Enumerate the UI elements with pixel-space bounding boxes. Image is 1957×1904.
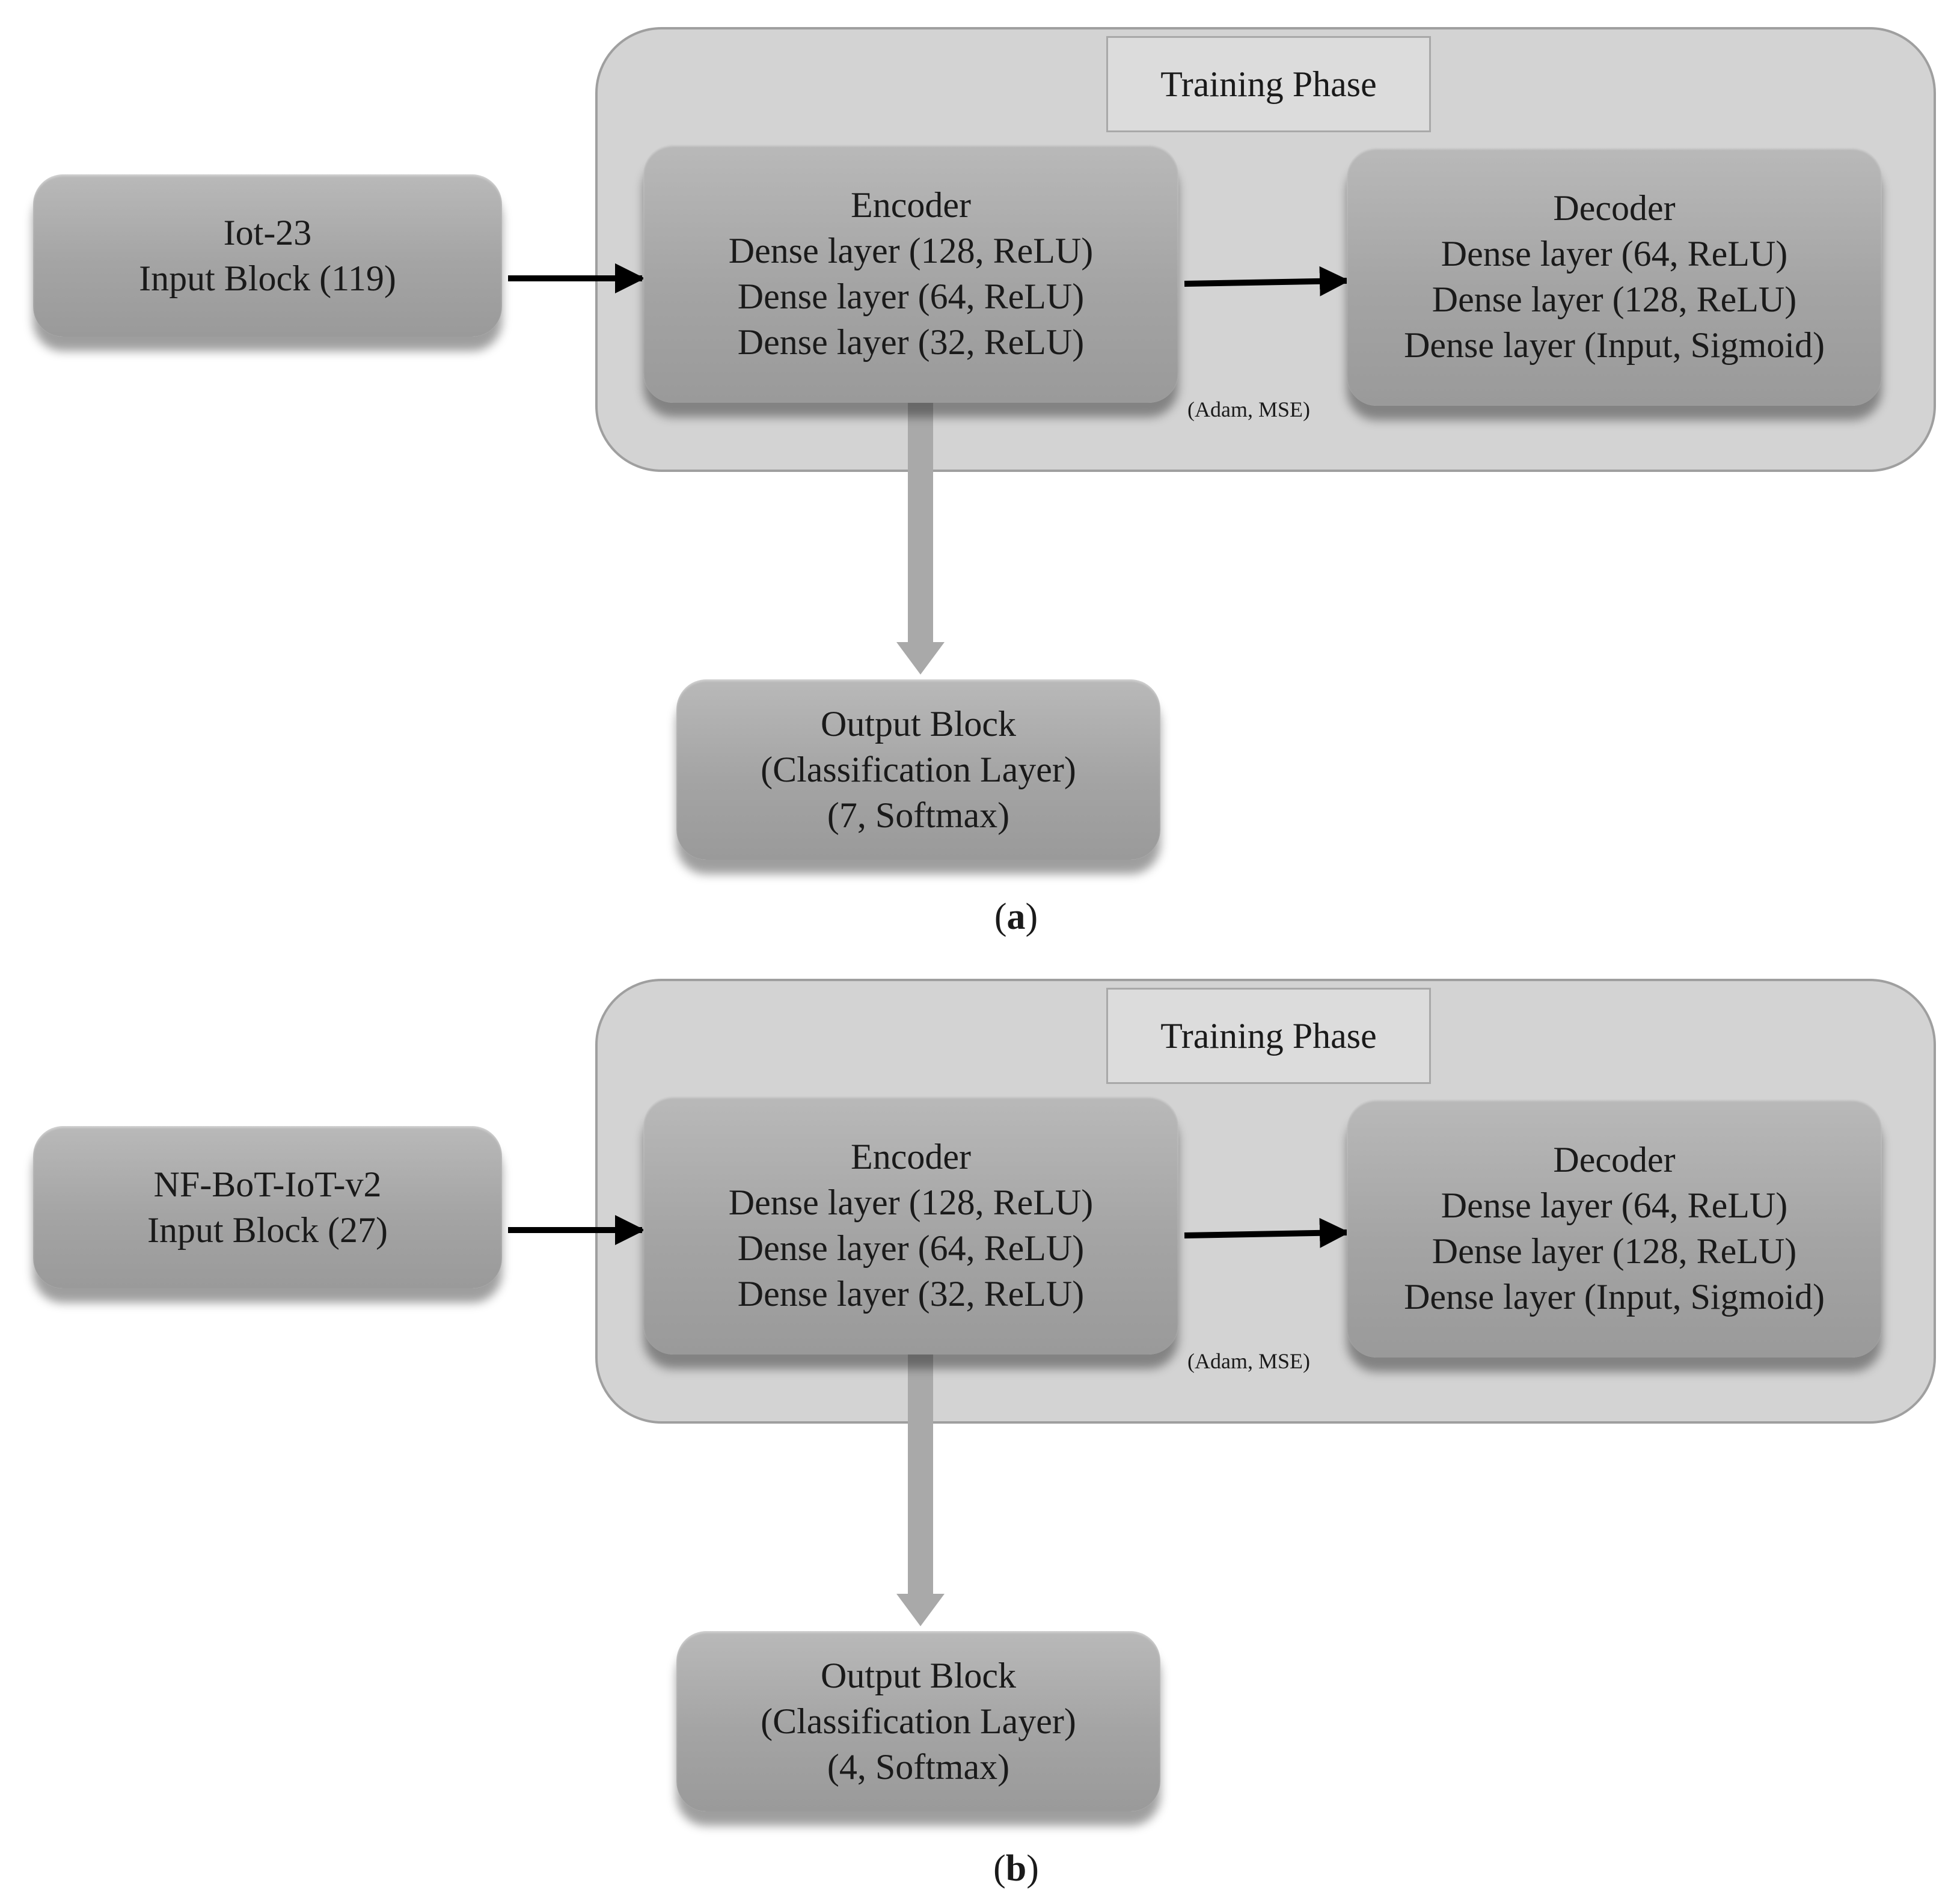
encoder-block: Encoder Dense layer (128, ReLU) Dense la… [643,1096,1178,1355]
arrow-encoder-to-output-head [896,642,945,675]
input-block-size: Input Block (27) [147,1210,388,1250]
encoder-layer-3: Dense layer (32, ReLU) [737,322,1085,362]
optimizer-loss-note: (Adam, MSE) [1187,1349,1310,1373]
arrow-encoder-to-output-shaft [908,403,933,643]
output-title: Output Block [821,1656,1016,1695]
decoder-layer-1: Dense layer (64, ReLU) [1441,234,1788,274]
training-phase-label: Training Phase [1106,36,1431,132]
input-dataset-name: Iot-23 [223,213,312,253]
arrow-encoder-to-decoder [1184,1217,1350,1248]
output-layer-type: (Classification Layer) [761,1701,1076,1741]
decoder-layer-2: Dense layer (128, ReLU) [1432,280,1797,319]
encoder-title: Encoder [851,185,971,225]
decoder-block: Decoder Dense layer (64, ReLU) Dense lay… [1347,1099,1882,1358]
output-layer-type: (Classification Layer) [761,750,1076,789]
panel-caption: (a) [926,896,1106,938]
optimizer-loss-note: (Adam, MSE) [1187,397,1310,421]
input-dataset-name: NF-BoT-IoT-v2 [153,1165,382,1204]
output-title: Output Block [821,704,1016,744]
training-phase-label: Training Phase [1106,988,1431,1084]
encoder-layer-1: Dense layer (128, ReLU) [728,1183,1094,1222]
output-layer-config: (4, Softmax) [827,1747,1010,1787]
diagram-panel-b: Training Phase NF-BoT-IoT-v2 Input Block… [0,952,1957,1903]
decoder-title: Decoder [1553,1140,1676,1180]
encoder-layer-2: Dense layer (64, ReLU) [737,277,1085,316]
arrow-encoder-to-output-shaft [908,1355,933,1595]
encoder-layer-1: Dense layer (128, ReLU) [728,231,1094,271]
arrow-encoder-to-decoder [1184,266,1350,296]
caption-close-paren: ) [1026,1848,1039,1889]
encoder-layer-2: Dense layer (64, ReLU) [737,1228,1085,1268]
caption-close-paren: ) [1025,896,1038,937]
decoder-layer-2: Dense layer (128, ReLU) [1432,1231,1797,1271]
input-block-size: Input Block (119) [139,259,396,298]
encoder-block: Encoder Dense layer (128, ReLU) Dense la… [643,144,1178,403]
output-block: Output Block (Classification Layer) (7, … [676,679,1160,860]
panel-caption: (b) [926,1847,1106,1890]
encoder-layer-3: Dense layer (32, ReLU) [737,1274,1085,1314]
caption-letter: b [1005,1848,1027,1889]
connector-arrows [508,263,1350,675]
output-layer-config: (7, Softmax) [827,795,1010,835]
input-block: Iot-23 Input Block (119) [33,174,502,337]
encoder-title: Encoder [851,1137,971,1177]
decoder-title: Decoder [1553,188,1676,228]
diagram-panel-a: Training Phase Iot-23 Input Block (119) … [33,27,1936,938]
input-block: NF-BoT-IoT-v2 Input Block (27) [33,1126,502,1288]
decoder-layer-3: Dense layer (Input, Sigmoid) [1404,325,1825,365]
caption-open-paren: ( [993,1848,1006,1889]
decoder-layer-3: Dense layer (Input, Sigmoid) [1404,1277,1825,1317]
caption-open-paren: ( [994,896,1007,937]
connector-arrows [508,1215,1350,1626]
output-block: Output Block (Classification Layer) (4, … [676,1631,1160,1811]
arrow-encoder-to-output-head [896,1594,945,1626]
decoder-layer-1: Dense layer (64, ReLU) [1441,1186,1788,1225]
caption-letter: a [1006,896,1026,937]
decoder-block: Decoder Dense layer (64, ReLU) Dense lay… [1347,147,1882,406]
